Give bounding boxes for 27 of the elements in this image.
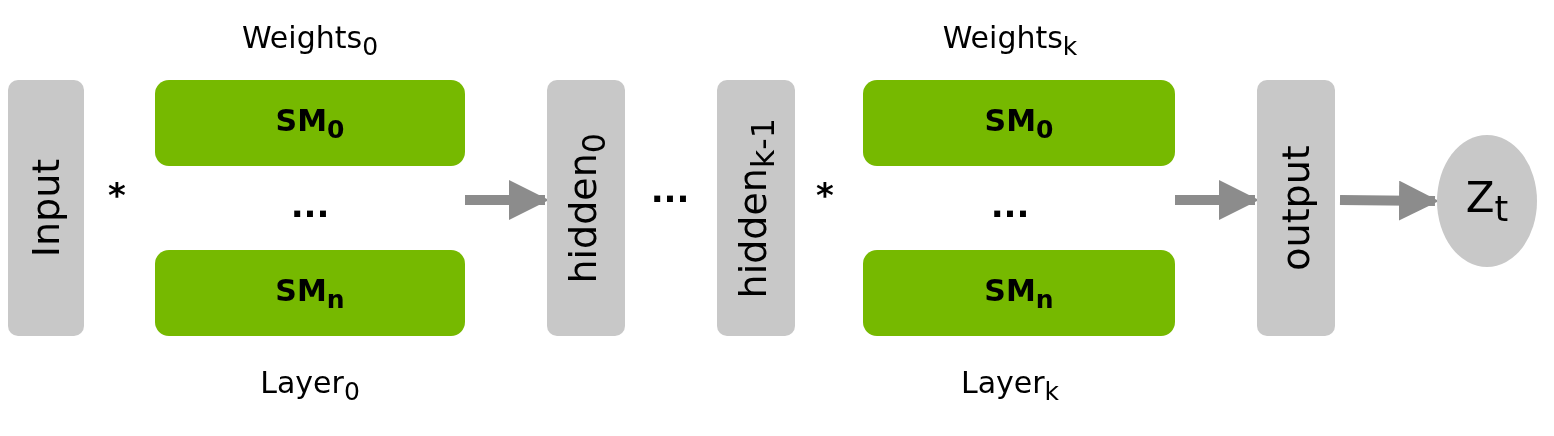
node-label: output: [1274, 145, 1318, 271]
caption-label: Weights$_{k}$: [942, 19, 1078, 61]
ellipsis-label: ...: [650, 170, 690, 210]
arrow: [1175, 180, 1259, 220]
ellipsis-label: ...: [290, 185, 330, 225]
layer-box: [1257, 80, 1335, 336]
node-label: SM$_{n}$: [984, 272, 1054, 314]
sm-box: [155, 80, 465, 166]
node-label: Z$_{t}$: [1465, 172, 1509, 230]
caption-label: Layer$_{k}$: [960, 364, 1060, 406]
layer-box: [717, 80, 795, 336]
sm-box: [863, 80, 1175, 166]
layer-box: [547, 80, 625, 336]
sm-box: [863, 250, 1175, 336]
layer-box: [8, 80, 84, 336]
node-label: SM$_{0}$: [984, 102, 1054, 144]
arrow: [465, 180, 549, 220]
ellipsis-label: ...: [990, 185, 1030, 225]
sm-box: [155, 250, 465, 336]
operator-label: *: [816, 175, 834, 215]
caption-label: Layer$_{0}$: [260, 364, 360, 406]
node-label: SM$_{n}$: [275, 272, 345, 314]
operator-label: *: [108, 175, 126, 215]
node-label: SM$_{0}$: [275, 102, 345, 144]
arrow: [1339, 180, 1439, 221]
node-label: Input: [24, 158, 68, 258]
caption-label: Weights$_{0}$: [241, 19, 379, 61]
